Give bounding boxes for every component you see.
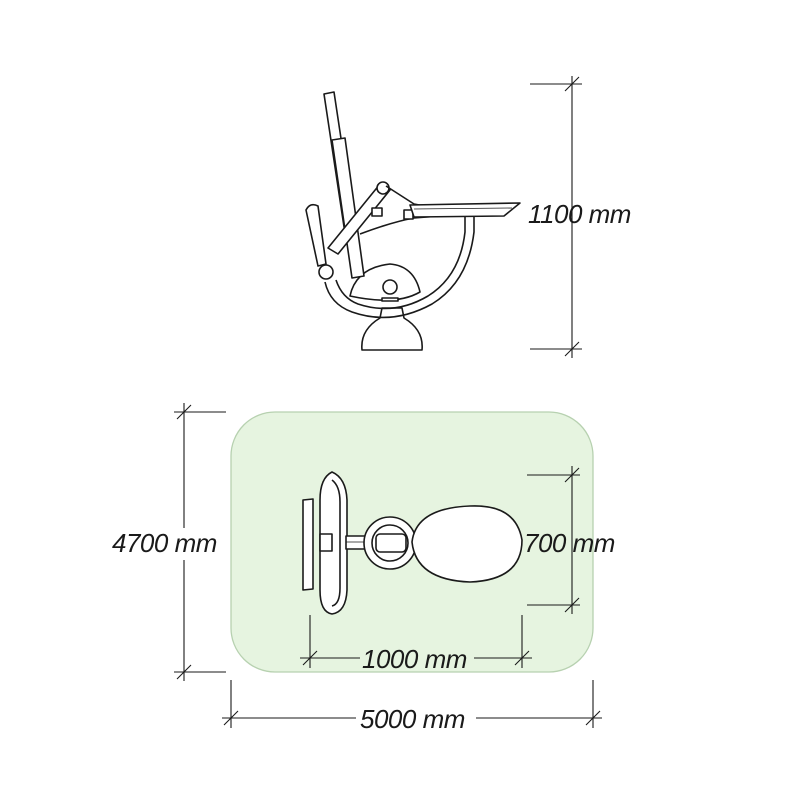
front-grip [305,203,327,267]
frame-curve [324,206,475,319]
plan-clamp [375,533,407,553]
width-dimension-700: 700 mm [524,466,615,614]
height-label: 1100 mm [528,199,631,229]
base-foot [361,307,423,351]
length-dimension-1000: 1000 mm [300,615,532,674]
grip-joint [318,264,334,280]
depth-dimension-4700: 4700 mm [112,403,226,681]
equipment-length-label: 1000 mm [362,644,467,674]
zone-depth-label: 4700 mm [112,528,217,558]
seat-bracket-lower [359,215,441,235]
frame-curve-inner [335,210,466,310]
zone-width-label: 5000 mm [360,704,465,734]
seat-edge [413,207,513,210]
height-dimension: 1100 mm [528,76,631,358]
side-elevation-view [305,91,521,351]
plan-collar [319,533,333,552]
plan-grip-ring-inner [331,479,341,607]
equipment-width-label: 700 mm [524,528,615,558]
seat [409,202,521,218]
plan-seat [411,505,523,583]
plan-view [230,411,594,673]
width-dimension-5000: 5000 mm [222,680,602,734]
plan-hub-inner [371,524,409,562]
plan-handle-bar [302,498,314,591]
lever-clamp [371,207,383,217]
back-handle-shaft [331,137,365,279]
lever-pivot-top [376,181,390,195]
flywheel-hub [382,279,398,295]
housing-slot [381,297,399,302]
lever-arm [327,183,391,255]
